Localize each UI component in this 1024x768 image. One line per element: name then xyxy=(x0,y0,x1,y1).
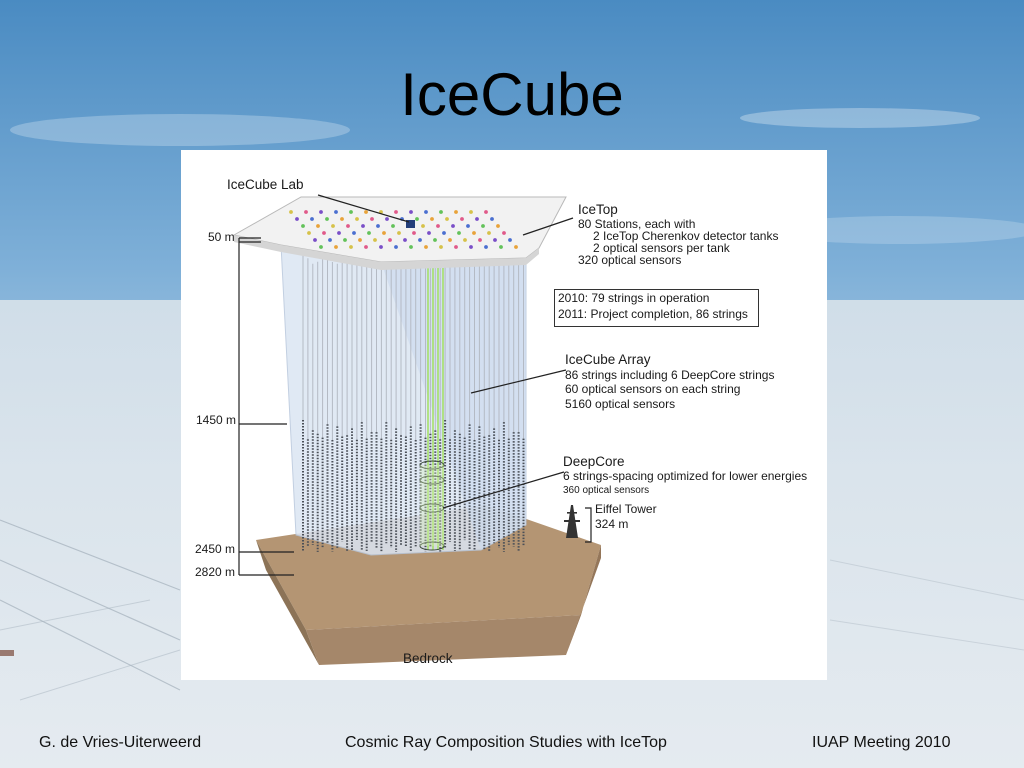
icetop-surface xyxy=(232,196,567,270)
icecube-lab-building xyxy=(406,220,415,228)
icecube-diagram xyxy=(232,194,601,665)
icecube-lab-label: IceCube Lab xyxy=(227,177,304,192)
status-line-2: 2011: Project completion, 86 strings xyxy=(558,307,748,321)
array-title: IceCube Array xyxy=(565,352,651,367)
slide-title: IceCube xyxy=(400,61,624,128)
icetop-line-1: 80 Stations, each with xyxy=(578,217,696,231)
depth-50m: 50 m xyxy=(208,230,235,244)
icecube-diagram-panel: IceCube Lab IceTop 80 Stations, each wit… xyxy=(181,150,827,680)
eiffel-height: 324 m xyxy=(595,517,629,531)
footer-talk: Cosmic Ray Composition Studies with IceT… xyxy=(345,734,667,751)
status-box: 2010: 79 strings in operation 2011: Proj… xyxy=(554,289,759,327)
array-line-3: 5160 optical sensors xyxy=(565,397,676,411)
icetop-title: IceTop xyxy=(578,202,618,217)
eiffel-tower-icon xyxy=(564,505,580,538)
footer-author: G. de Vries-Uiterweerd xyxy=(39,734,202,751)
icetop-line-3: 2 optical sensors per tank xyxy=(593,241,730,255)
deepcore-title: DeepCore xyxy=(563,454,625,469)
status-line-1: 2010: 79 strings in operation xyxy=(558,291,710,305)
footer-meeting: IUAP Meeting 2010 xyxy=(812,734,951,751)
depth-2820m: 2820 m xyxy=(195,565,236,579)
icecube-strings xyxy=(302,248,525,552)
depth-1450m: 1450 m xyxy=(196,413,237,427)
icetop-line-4: 320 optical sensors xyxy=(578,253,682,267)
deepcore-line-2: 360 optical sensors xyxy=(563,485,650,496)
bedrock-label: Bedrock xyxy=(403,651,453,666)
deepcore-strings xyxy=(419,268,445,551)
leader-lines xyxy=(238,194,592,576)
array-line-1: 86 strings including 6 DeepCore strings xyxy=(565,368,775,382)
icetop-line-2: 2 IceTop Cherenkov detector tanks xyxy=(593,229,779,243)
array-line-2: 60 optical sensors on each string xyxy=(565,382,741,396)
depth-2450m: 2450 m xyxy=(195,542,236,556)
deepcore-line-1: 6 strings-spacing optimized for lower en… xyxy=(563,469,808,483)
eiffel-title: Eiffel Tower xyxy=(595,502,657,516)
